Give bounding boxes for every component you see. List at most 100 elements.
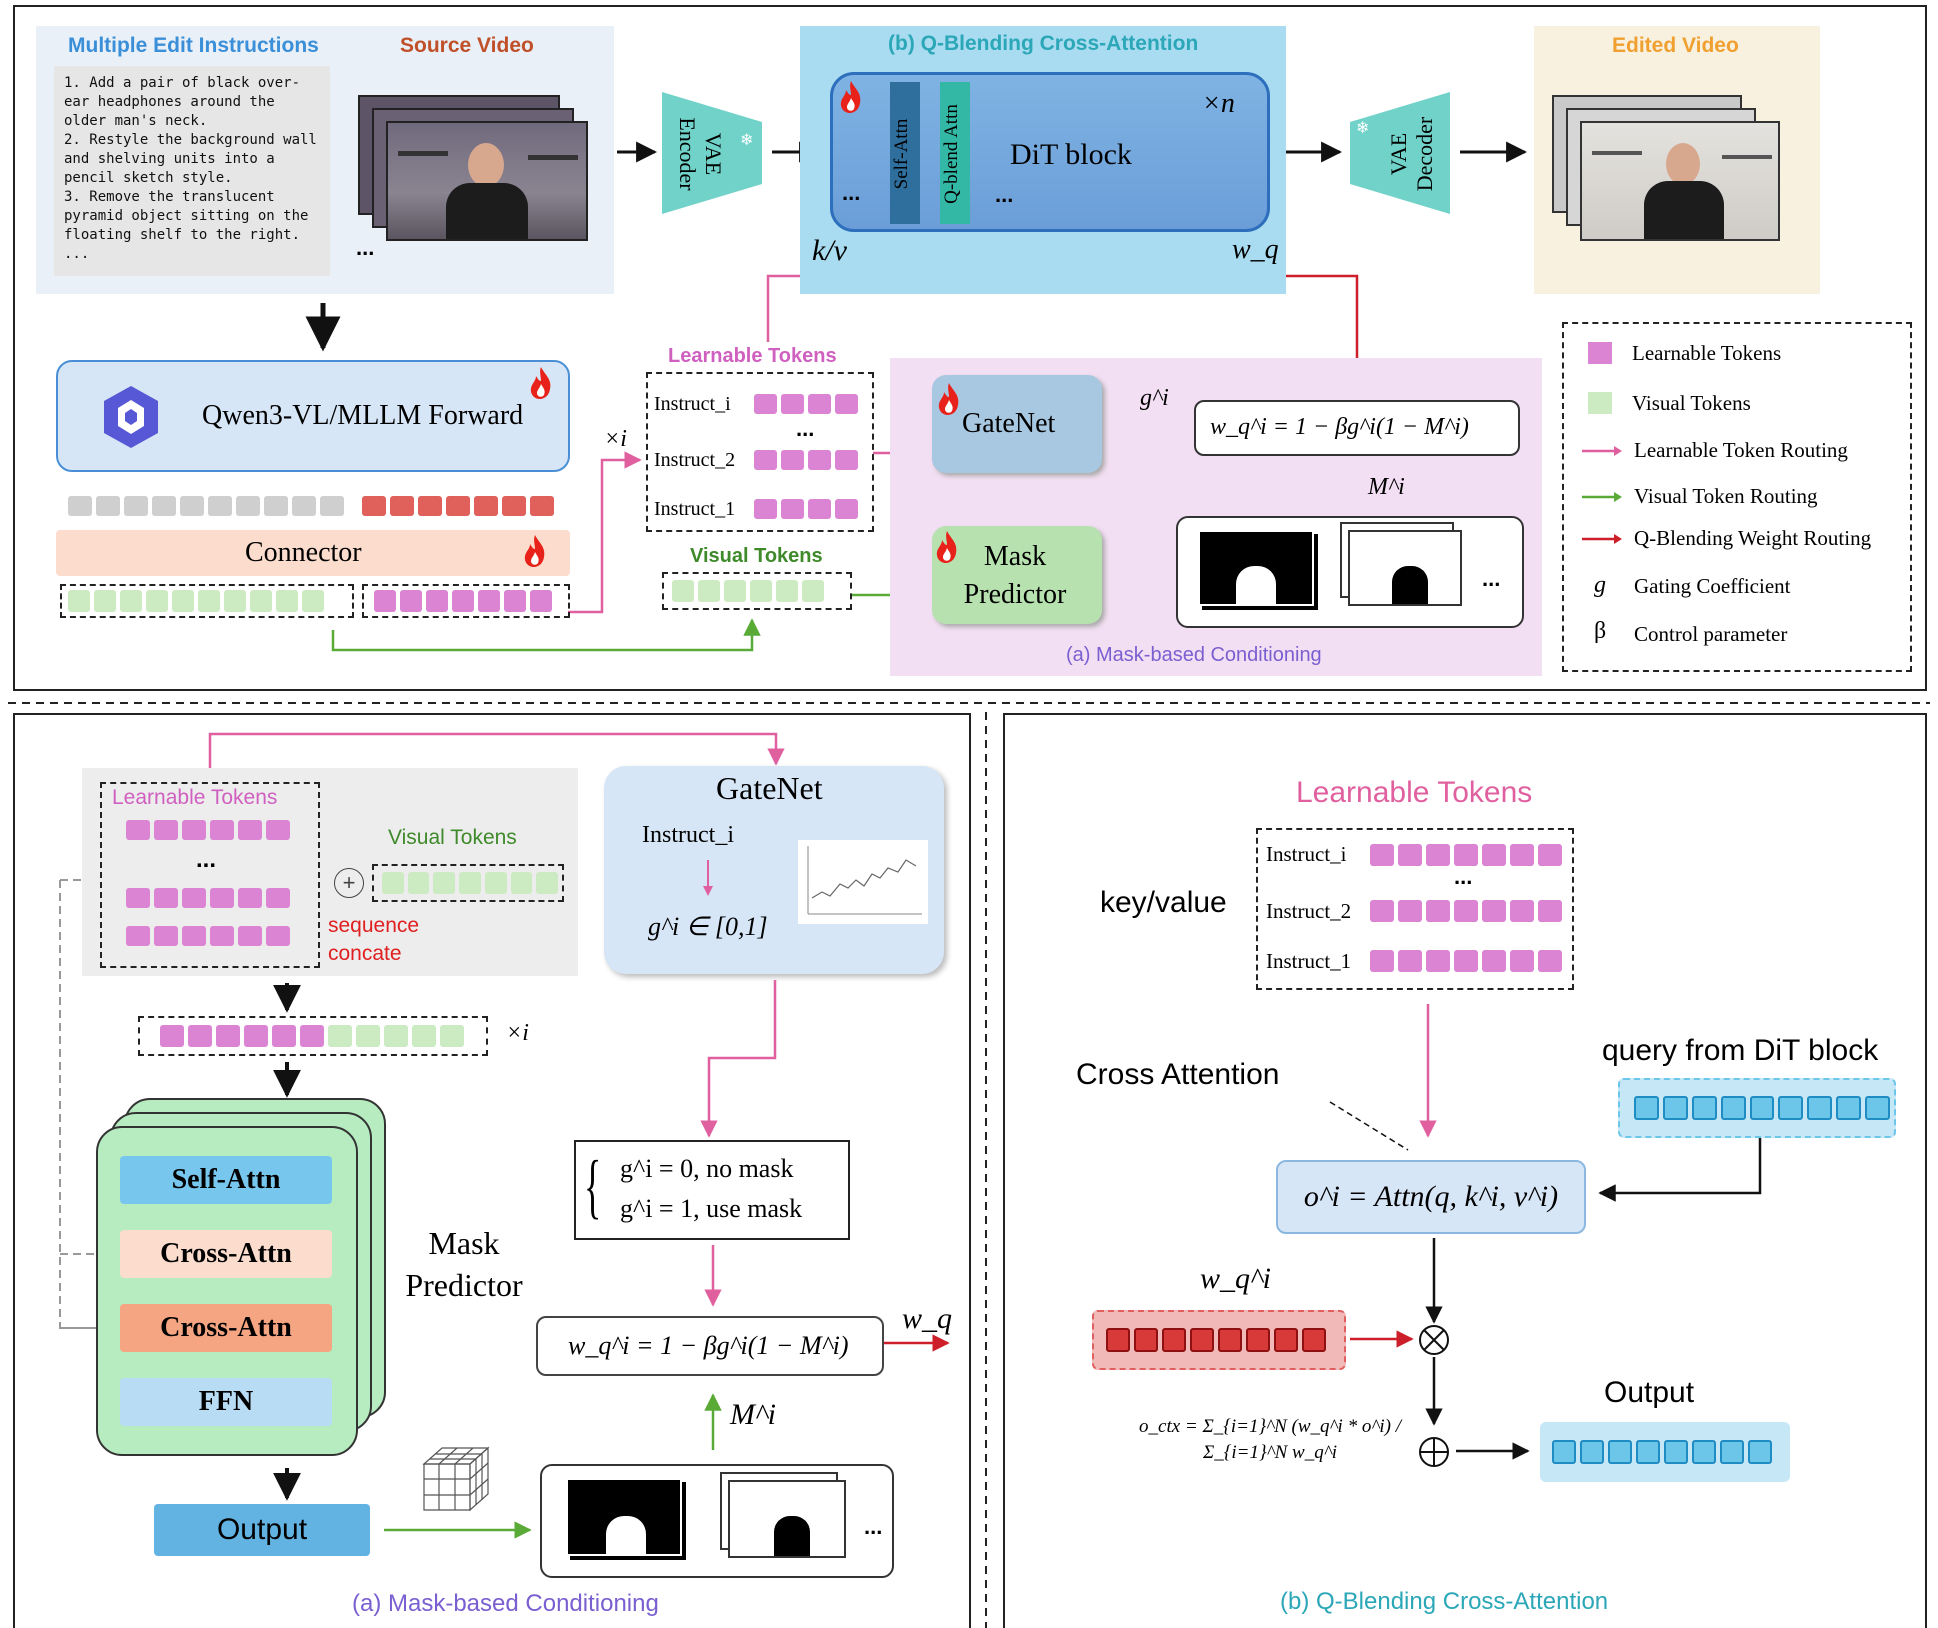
- bl-gate-chart-icon: [798, 840, 928, 924]
- br-instruct-1: Instruct_1: [1266, 949, 1352, 973]
- snowflake-icon-decoder: ❄: [1356, 120, 1370, 137]
- bl-times-i: ×i: [506, 1020, 529, 1046]
- top-mask-frame-1-figure: [1236, 566, 1276, 604]
- bl-pink-row-3: [126, 926, 294, 946]
- bl-cross-attn-1: Cross-Attn: [120, 1230, 332, 1278]
- instruction-2: 2. Restyle the background wall and shelv…: [64, 132, 317, 186]
- top-mask-caption: (a) Mask-based Conditioning: [1066, 644, 1322, 666]
- legend-gating-text: Gating Coefficient: [1634, 574, 1791, 598]
- source-ellipsis: ...: [356, 235, 375, 260]
- br-caption: (b) Q-Blending Cross-Attention: [1280, 1588, 1609, 1615]
- bl-gatenet-title: GateNet: [716, 770, 823, 806]
- br-pink-row-i: [1370, 844, 1566, 866]
- top-g-label: g^i: [1140, 385, 1169, 411]
- br-output-title: Output: [1604, 1376, 1695, 1409]
- flame-icon: [840, 81, 861, 113]
- bl-cases-box: [574, 1140, 850, 1240]
- top-m-label: M^i: [1368, 474, 1405, 500]
- qwen-label: Qwen3-VL/MLLM Forward: [202, 400, 524, 431]
- bl-g-range: g^i ∈ [0,1]: [648, 912, 768, 941]
- dit-ellipsis-right: ...: [995, 182, 1014, 207]
- gray-token-strip: [68, 496, 348, 516]
- legend-visual-text: Visual Tokens: [1632, 391, 1751, 415]
- legend-qblend-routing-text: Q-Blending Weight Routing: [1634, 526, 1872, 550]
- top-pink-row-1: [754, 499, 862, 519]
- vae-encoder-shape: [662, 92, 762, 214]
- br-instruct-i: Instruct_i: [1266, 842, 1347, 866]
- top-mask-predictor-label: Mask Predictor: [963, 541, 1067, 610]
- bl-mask-frame-1-figure: [606, 1516, 646, 1554]
- bl-case-no-mask: g^i = 0, no mask: [620, 1154, 794, 1183]
- flame-icon-mask: [936, 531, 957, 563]
- bl-learnable-box: [100, 782, 320, 968]
- dit-ellipsis-left: ...: [842, 180, 861, 205]
- top-learnable-title: Learnable Tokens: [668, 345, 837, 367]
- br-wq-tokens: [1092, 1310, 1346, 1370]
- top-weight-formula: w_q^i = 1 − βg^i(1 − M^i): [1194, 400, 1520, 456]
- legend-green-arrow: [1582, 492, 1622, 502]
- times-n-label: ×n: [1202, 88, 1235, 119]
- bl-caption: (a) Mask-based Conditioning: [352, 1590, 659, 1617]
- red-token-strip: [362, 496, 558, 516]
- top-pink-row-i: [754, 394, 862, 414]
- connector-label: Connector: [245, 537, 362, 568]
- bl-brace: {: [584, 1146, 602, 1226]
- bl-pink-row-2: [126, 888, 294, 908]
- snowflake-icon: ❄: [740, 132, 754, 149]
- br-key-value: key/value: [1100, 886, 1227, 919]
- br-query-label: query from DiT block: [1602, 1034, 1879, 1067]
- connector-visual-tokens: [60, 584, 354, 618]
- br-learnable-title: Learnable Tokens: [1296, 776, 1533, 809]
- qwen-logo-icon: [104, 386, 158, 448]
- cube-icon: [422, 1446, 490, 1512]
- legend-box: [1562, 322, 1912, 672]
- bl-gatenet-arrow: [703, 860, 713, 896]
- q-blend-attn-bar: [940, 82, 970, 224]
- legend-red-arrow: [1582, 534, 1622, 544]
- bl-output-box: Output: [154, 1504, 370, 1556]
- top-instruct-ellipsis: ...: [796, 416, 815, 441]
- kv-label: k/v: [812, 234, 847, 267]
- bl-case-use-mask: g^i = 1, use mask: [620, 1194, 803, 1223]
- connector-learnable-tokens: [362, 584, 570, 618]
- instruction-3: 3. Remove the translucent pyramid object…: [64, 189, 309, 243]
- vae-decoder-label: VAE Decoder: [1386, 116, 1437, 192]
- legend-control-text: Control parameter: [1634, 622, 1788, 646]
- flame-icon-gatenet: [938, 383, 959, 415]
- edited-video-title: Edited Video: [1612, 34, 1739, 57]
- bl-ffn: FFN: [120, 1378, 332, 1426]
- flame-icon-qwen: [530, 367, 551, 399]
- q-blend-title: (b) Q-Blending Cross-Attention: [888, 32, 1199, 55]
- multiple-edit-title: Multiple Edit Instructions: [68, 34, 319, 57]
- legend-pink-square: [1588, 342, 1612, 364]
- edited-frame-front: [1580, 121, 1780, 241]
- bl-mask-predictor-label: Mask Predictor: [405, 1225, 523, 1303]
- bl-pink-row-1: [126, 820, 294, 840]
- bl-visual-box: [372, 864, 564, 902]
- br-instruct-ellipsis: ...: [1454, 864, 1473, 889]
- br-cross-attention: Cross Attention: [1076, 1058, 1280, 1091]
- legend-pink-arrow: [1582, 446, 1622, 456]
- source-frame-front: [386, 121, 588, 241]
- q-blend-attn-label: Q-blend Attn: [941, 104, 962, 204]
- flame-icon-connector: [524, 535, 545, 567]
- dit-block-label: DiT block: [1010, 138, 1132, 171]
- top-gatenet-box: [932, 375, 1102, 473]
- top-instruct-i: Instruct_i: [654, 393, 731, 415]
- bl-plus-symbol: +: [334, 868, 364, 898]
- bl-learnable-title: Learnable Tokens: [112, 786, 278, 810]
- bl-m-label: M^i: [730, 1398, 776, 1431]
- br-wq-label: w_q^i: [1200, 1262, 1272, 1295]
- vae-encoder-label: VAE Encoder: [675, 117, 726, 191]
- instruction-1: 1. Add a pair of black over-ear headphon…: [64, 75, 301, 129]
- top-pink-row-2: [754, 450, 862, 470]
- top-gatenet-label: GateNet: [962, 408, 1056, 439]
- br-attn-formula: o^i = Attn(q, k^i, v^i): [1276, 1160, 1586, 1234]
- wq-top-label: w_q: [1232, 234, 1279, 265]
- connector-box: [56, 530, 570, 576]
- self-attn-bar: [890, 82, 920, 224]
- top-mask-predictor-box: [932, 526, 1102, 624]
- bl-ellipsis: ...: [196, 846, 217, 873]
- instruction-list: 1. Add a pair of black over-ear headphon…: [54, 66, 330, 276]
- bl-visual-title: Visual Tokens: [388, 826, 517, 849]
